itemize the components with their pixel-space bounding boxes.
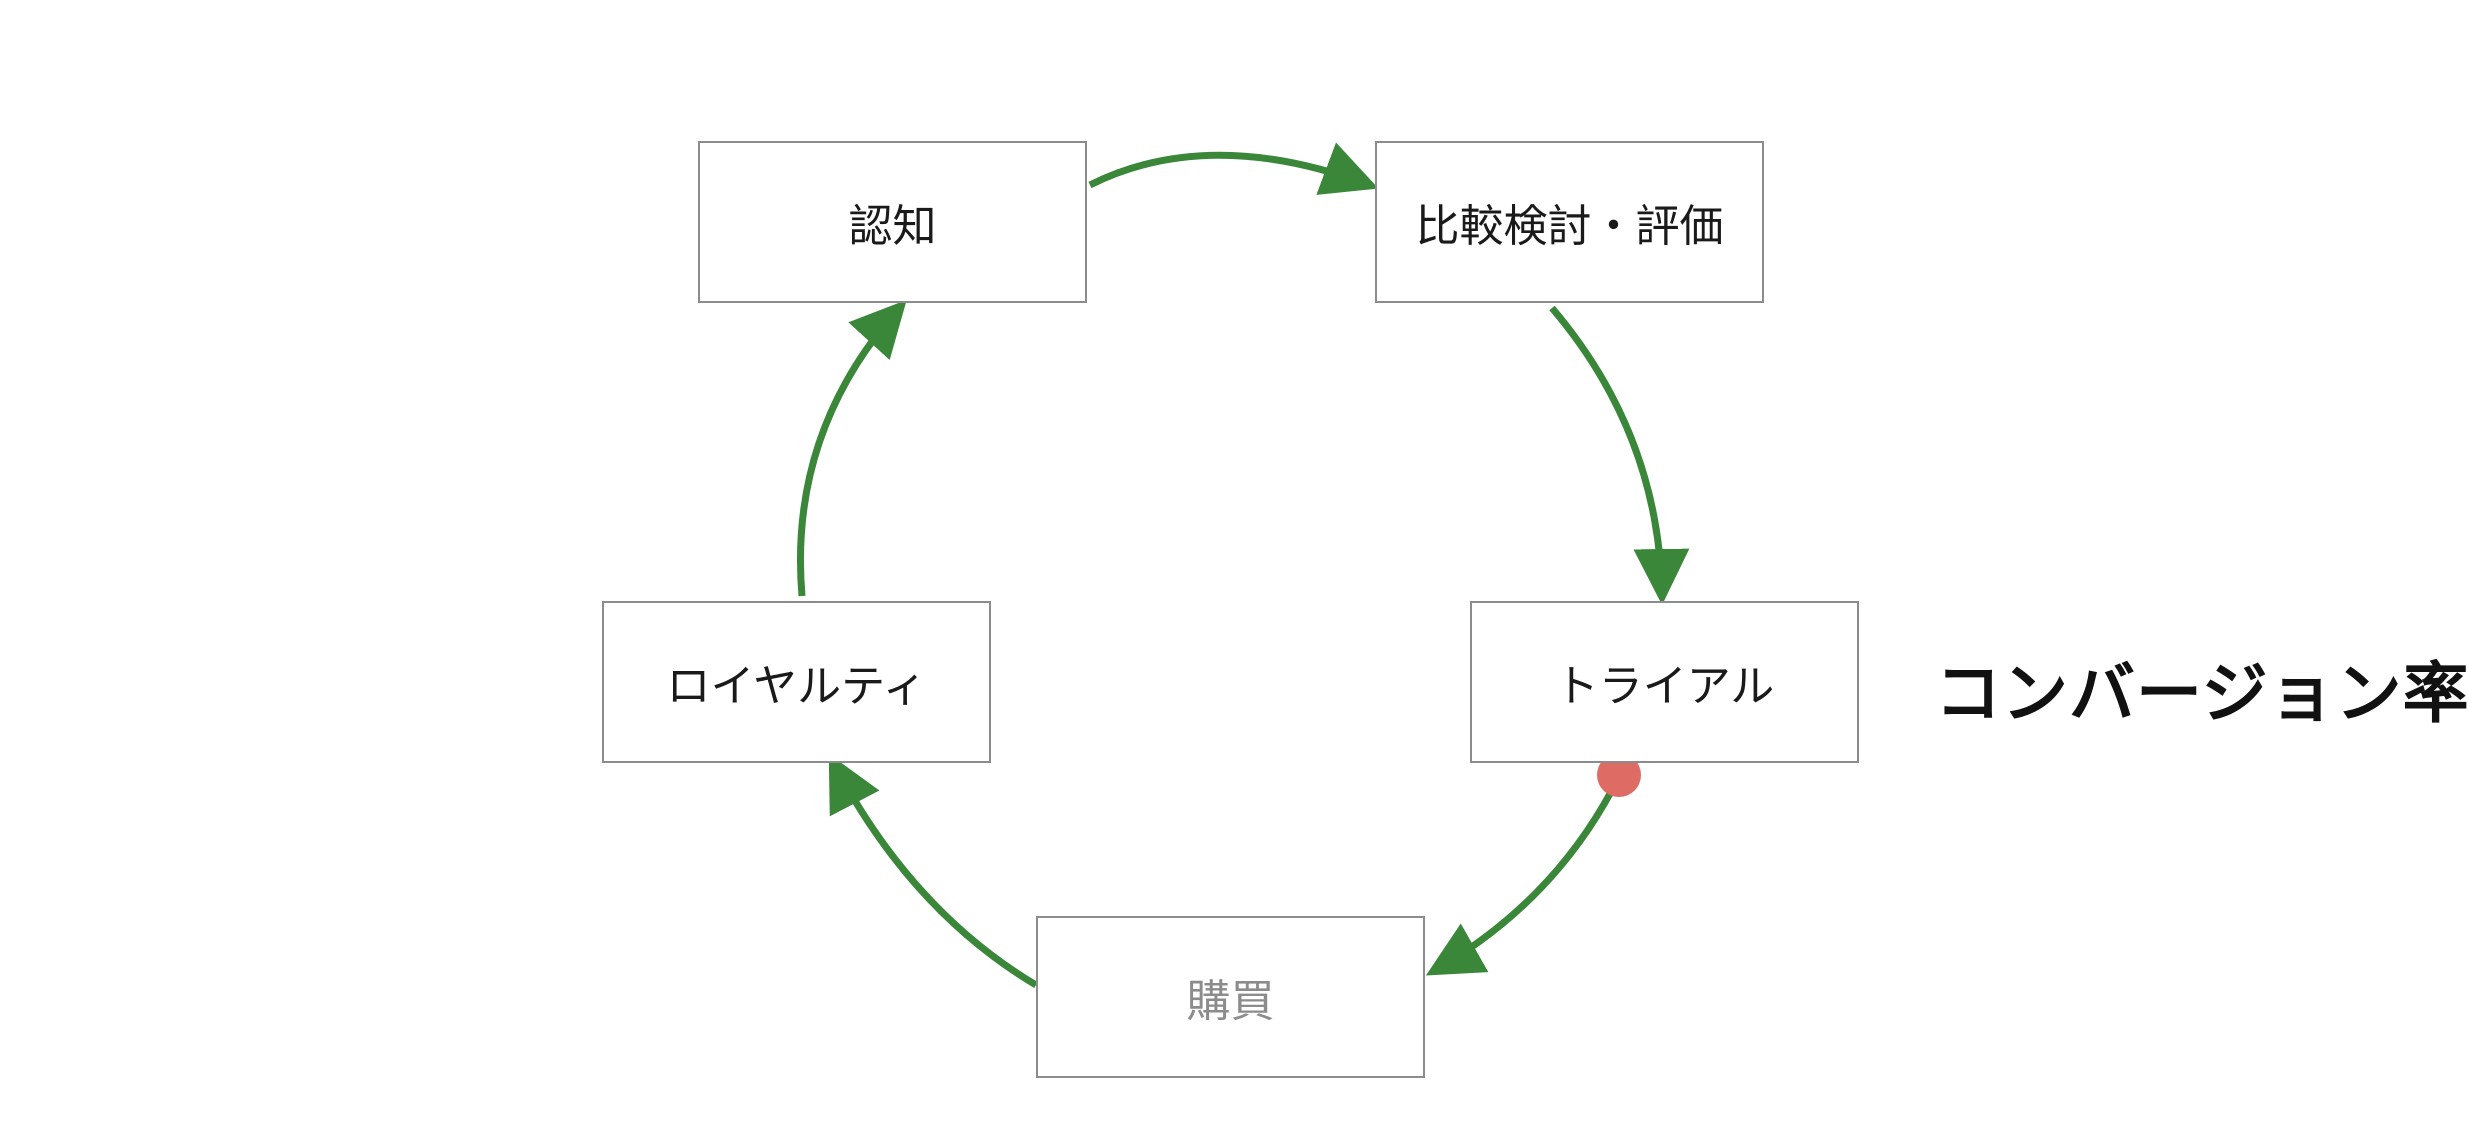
stage-loyalty-box: ロイヤルティ xyxy=(602,601,991,763)
stage-loyalty-label: ロイヤルティ xyxy=(666,661,927,712)
stage-evaluation-box: 比較検討・評価 xyxy=(1375,141,1764,303)
conversion-rate-label: コンバージョン率 xyxy=(1935,655,2468,732)
stage-purchase-box: 購買 xyxy=(1036,916,1425,1078)
arrow-trial-to-purchase xyxy=(1425,788,1616,976)
arrow-awareness-to-evaluation xyxy=(1088,142,1379,195)
arrow-purchase-to-loyalty xyxy=(828,753,1038,989)
stage-trial-box: トライアル xyxy=(1470,601,1859,763)
arrow-loyalty-to-awareness xyxy=(796,299,907,597)
stage-trial-label: トライアル xyxy=(1554,661,1775,712)
stage-purchase-label: 購買 xyxy=(1186,976,1275,1027)
conversion-point-marker xyxy=(1597,753,1641,797)
stage-awareness-label: 認知 xyxy=(848,201,937,252)
stage-awareness-box: 認知 xyxy=(698,141,1087,303)
arrow-evaluation-to-trial xyxy=(1549,305,1690,605)
stage-evaluation-label: 比較検討・評価 xyxy=(1415,201,1724,252)
